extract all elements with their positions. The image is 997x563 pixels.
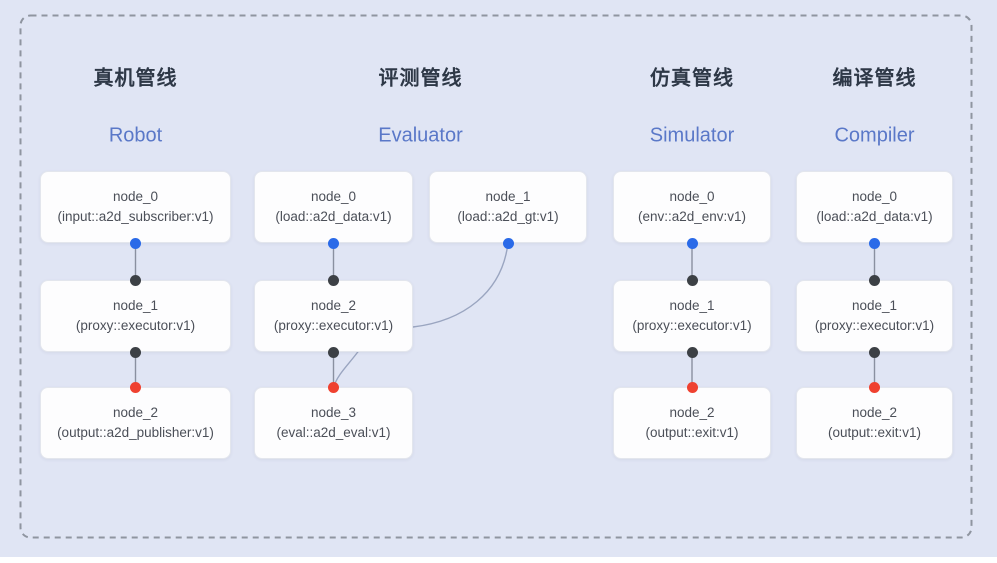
- port-dot-black: [328, 346, 339, 358]
- node-name-label: node_0: [669, 188, 715, 204]
- node-name-label: node_0: [112, 188, 159, 204]
- port-dot-blue: [130, 237, 141, 249]
- node-type-label: (load::a2d_data:v1): [816, 209, 933, 224]
- evaluator-node_3: node_3(eval::a2d_eval:v1): [254, 387, 413, 459]
- pipeline-robot-title-en: Robot: [108, 124, 163, 147]
- evaluator-node_2: node_2(proxy::executor:v1): [254, 280, 413, 352]
- robot-node_2: node_2(output::a2d_publisher:v1): [40, 387, 231, 459]
- compiler-node_2: node_2(output::exit:v1): [796, 387, 953, 459]
- pipeline-simulator-title-en: Simulator: [649, 124, 735, 147]
- node-name-label: node_2: [112, 404, 159, 420]
- compiler-node_0: node_0(load::a2d_data:v1): [796, 171, 953, 243]
- port-dot-red: [130, 381, 141, 393]
- node-type-label: (env::a2d_env:v1): [637, 209, 747, 224]
- node-name-label: node_1: [851, 297, 898, 313]
- node-name-label: node_2: [669, 404, 715, 420]
- bottom-strip: [0, 557, 997, 563]
- node-name-label: node_2: [851, 404, 898, 420]
- node-type-label: (proxy::executor:v1): [75, 318, 196, 333]
- simulator-node_0: node_0(env::a2d_env:v1): [613, 171, 771, 243]
- node-type-label: (proxy::executor:v1): [632, 318, 752, 333]
- pipeline-evaluator-title-en: Evaluator: [378, 124, 463, 147]
- pipeline-simulator-title-zh: 仿真管线: [650, 67, 734, 90]
- node-type-label: (output::exit:v1): [645, 425, 739, 440]
- node-type-label: (eval::a2d_eval:v1): [276, 425, 391, 440]
- node-name-label: node_3: [310, 404, 357, 420]
- node-name-label: node_1: [669, 297, 715, 313]
- port-dot-blue: [686, 237, 698, 249]
- node-name-label: node_0: [851, 188, 898, 204]
- node-name-label: node_2: [310, 297, 357, 313]
- port-dot-black: [869, 346, 880, 358]
- node-type-label: (proxy::executor:v1): [814, 318, 935, 333]
- node-name-label: node_1: [485, 188, 531, 204]
- simulator-node_1: node_1(proxy::executor:v1): [613, 280, 771, 352]
- port-dot-black: [130, 346, 141, 358]
- port-dot-black: [328, 274, 339, 286]
- pipeline-compiler-title-en: Compiler: [834, 124, 915, 147]
- node-name-label: node_0: [310, 188, 357, 204]
- node-type-label: (load::a2d_gt:v1): [457, 209, 559, 224]
- pipeline-robot-title-zh: 真机管线: [93, 67, 178, 90]
- port-dot-blue: [502, 237, 514, 249]
- port-dot-red: [686, 381, 698, 393]
- port-dot-black: [869, 274, 880, 286]
- port-dot-blue: [869, 237, 880, 249]
- port-dot-red: [328, 381, 339, 393]
- compiler-node_1: node_1(proxy::executor:v1): [796, 280, 953, 352]
- evaluator-node_1: node_1(load::a2d_gt:v1): [429, 171, 587, 243]
- node-type-label: (output::a2d_publisher:v1): [57, 425, 214, 440]
- port-dot-red: [869, 381, 880, 393]
- node-name-label: node_1: [112, 297, 159, 313]
- simulator-node_2: node_2(output::exit:v1): [613, 387, 771, 459]
- port-dot-black: [130, 274, 141, 286]
- port-dot-black: [686, 274, 698, 286]
- node-type-label: (load::a2d_data:v1): [275, 209, 392, 224]
- evaluator-node_0: node_0(load::a2d_data:v1): [254, 171, 413, 243]
- pipeline-compiler-title-zh: 编译管线: [832, 67, 917, 90]
- dashed-frame: [19, 14, 973, 539]
- node-type-label: (proxy::executor:v1): [273, 318, 394, 333]
- robot-node_1: node_1(proxy::executor:v1): [40, 280, 231, 352]
- pipeline-evaluator-title-zh: 评测管线: [378, 67, 463, 90]
- port-dot-blue: [328, 237, 339, 249]
- robot-node_0: node_0(input::a2d_subscriber:v1): [40, 171, 231, 243]
- node-type-label: (input::a2d_subscriber:v1): [57, 209, 214, 224]
- node-type-label: (output::exit:v1): [827, 425, 922, 440]
- port-dot-black: [686, 346, 698, 358]
